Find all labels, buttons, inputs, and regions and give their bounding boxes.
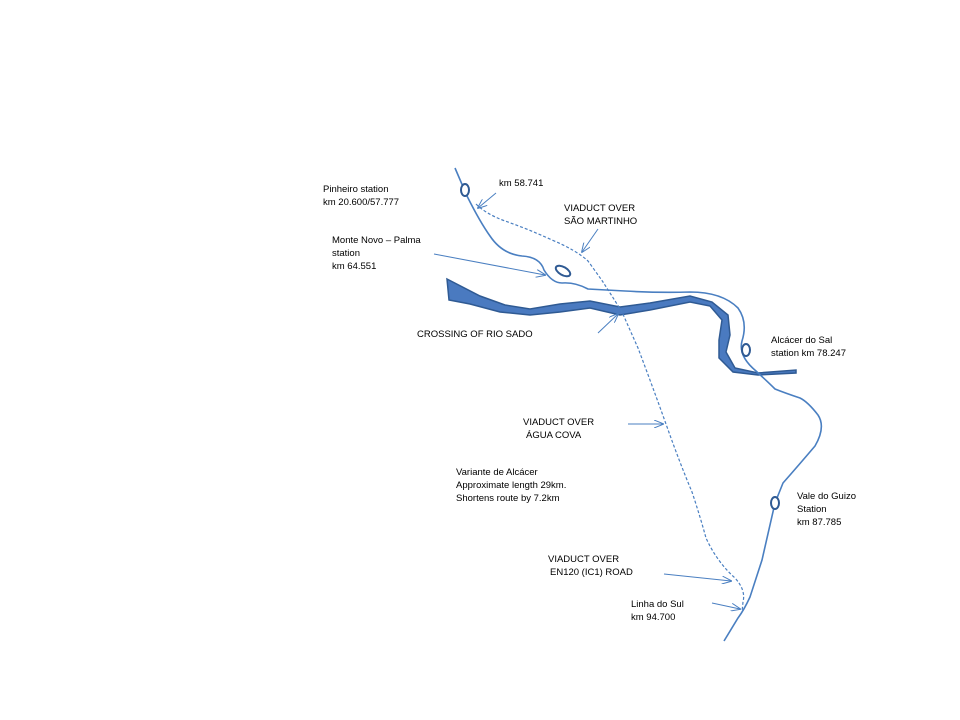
- alcacer-label-line: Alcácer do Sal: [771, 335, 833, 346]
- km58-pointer-arrow: [478, 192, 497, 208]
- sao-martinho-label-line: VIADUCT OVER: [564, 203, 636, 214]
- crossing-label-line: CROSSING OF RIO SADO: [417, 329, 533, 340]
- agua-cova-label-line: VIADUCT OVER: [523, 417, 595, 428]
- sao-martinho-pointer-arrow: [582, 228, 599, 252]
- en120-pointer-arrow: [663, 573, 731, 581]
- pinheiro-label-line: km 20.600/57.777: [323, 197, 400, 208]
- sao-martinho-label-line: SÃO MARTINHO: [564, 216, 638, 227]
- viaduct-sao-martinho-label: VIADUCT OVER SÃO MARTINHO: [564, 202, 637, 228]
- km58-label: km 58.741: [499, 177, 543, 190]
- monte-novo-pointer-arrow: [433, 253, 545, 275]
- variante-label-line: Variante de Alcácer: [456, 467, 538, 478]
- monte-novo-label-line: station: [332, 248, 360, 259]
- vale-guizo-label-line: Vale do Guizo: [797, 491, 856, 502]
- km58-label-line: km 58.741: [499, 178, 544, 189]
- variante-de-alcacer-line: [475, 203, 745, 613]
- viaduct-en120-label: VIADUCT OVER EN120 (IC1) ROAD: [548, 553, 633, 579]
- pinheiro-station-label: Pinheiro station km 20.600/57.777: [323, 183, 399, 209]
- linha-sul-pointer-arrow: [711, 602, 740, 609]
- monte-novo-label-line: km 64.551: [332, 261, 377, 272]
- variante-label-line: Approximate length 29km.: [456, 480, 567, 491]
- crossing-pointer-arrow: [597, 314, 618, 334]
- vale-guizo-label-line: Station: [797, 504, 827, 515]
- en120-label-line: VIADUCT OVER: [548, 554, 620, 565]
- linha-do-sul-label: Linha do Sul km 94.700: [631, 598, 684, 624]
- alcacer-do-sal-station-marker: [741, 343, 751, 357]
- pinheiro-station-marker: [460, 183, 470, 197]
- viaduct-agua-cova-label: VIADUCT OVER ÁGUA COVA: [523, 416, 594, 442]
- alcacer-label-line: station km 78.247: [771, 348, 846, 359]
- variante-label-line: Shortens route by 7.2km: [456, 493, 560, 504]
- monte-novo-palma-station-label: Monte Novo – Palma station km 64.551: [332, 234, 421, 273]
- rio-sado-river: [446, 277, 797, 376]
- crossing-rio-sado-label: CROSSING OF RIO SADO: [417, 328, 533, 341]
- agua-cova-label-line: ÁGUA COVA: [526, 430, 582, 441]
- pinheiro-label-line: Pinheiro station: [323, 184, 389, 195]
- vale-do-guizo-station-label: Vale do Guizo Station km 87.785: [797, 490, 856, 529]
- vale-do-guizo-station-marker: [770, 496, 780, 510]
- linha-sul-label-line: km 94.700: [631, 612, 676, 623]
- en120-label-line: EN120 (IC1) ROAD: [550, 567, 633, 578]
- linha-sul-label-line: Linha do Sul: [631, 599, 684, 610]
- alcacer-do-sal-station-label: Alcácer do Sal station km 78.247: [771, 334, 846, 360]
- monte-novo-palma-station-marker: [554, 264, 572, 278]
- vale-guizo-label-line: km 87.785: [797, 517, 842, 528]
- variante-de-alcacer-label: Variante de Alcácer Approximate length 2…: [456, 466, 566, 505]
- linha-do-sul-old-line: [454, 167, 823, 642]
- monte-novo-label-line: Monte Novo – Palma: [332, 235, 421, 246]
